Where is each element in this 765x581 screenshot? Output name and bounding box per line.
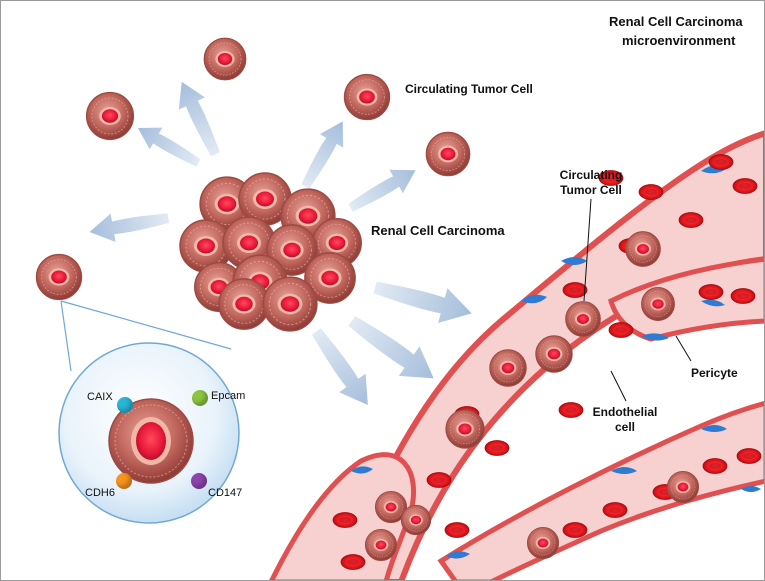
epcam-dot-icon	[192, 390, 208, 406]
marker-epcam-label: Epcam	[211, 390, 246, 402]
marker-caix-label: CAIX	[87, 391, 113, 403]
label-renal-cell-carcinoma: Renal Cell Carcinoma	[371, 223, 505, 238]
bottom-vessel	[437, 400, 764, 580]
branch-vessel	[608, 256, 764, 342]
blood-vessels	[269, 130, 764, 580]
label-pericyte: Pericyte	[691, 366, 738, 380]
label-circulating-tumor-cell: Circulating Tumor Cell	[405, 82, 533, 96]
label-vessel-ctc-line2: Tumor Cell	[560, 183, 622, 197]
marker-cdh6-label: CDH6	[85, 487, 115, 499]
marker-cd147-label: CD147	[208, 487, 243, 499]
title-line1: Renal Cell Carcinoma	[609, 14, 743, 29]
label-vessel-ctc-line1: Circulating	[559, 168, 623, 182]
label-endothelial-line2: cell	[614, 420, 635, 434]
label-endothelial-line1: Endothelial	[592, 405, 658, 419]
cd147-dot-icon	[191, 473, 207, 489]
caix-dot-icon	[117, 397, 133, 413]
cdh6-dot-icon	[116, 473, 132, 489]
title-line2: microenvironment	[622, 33, 736, 48]
